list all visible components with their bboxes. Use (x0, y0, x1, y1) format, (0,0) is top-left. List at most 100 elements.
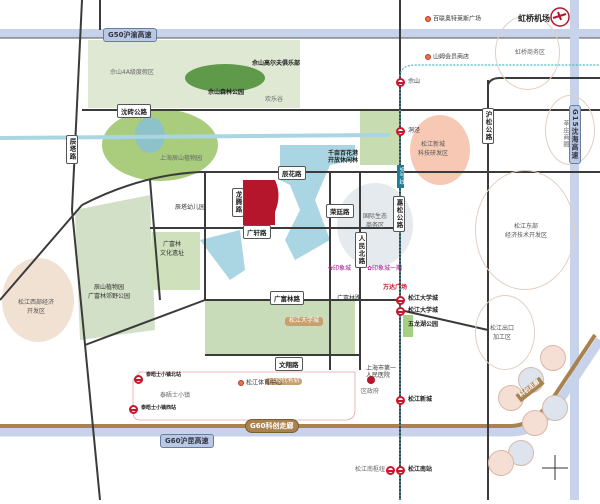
label-text: 印象城 (333, 265, 352, 272)
label-hongqiao-cbd: 虹桥商务区 (515, 49, 546, 56)
metro-station-icon (396, 296, 405, 305)
label-dongjing-station: 洞泾 (408, 127, 421, 134)
metro-station-icon (396, 396, 405, 405)
metro-station-icon (129, 405, 138, 414)
label-south-hub: 松江南枢纽 (355, 466, 386, 473)
label-chenshan-garden: 上海辰山植物园 (160, 155, 203, 162)
east-dev-area (475, 170, 575, 290)
metro-station-icon (396, 307, 405, 316)
guangfulin-site-green (152, 232, 200, 290)
label-text: 广富林 (163, 241, 182, 248)
label-sams: 山姆会员商店 (425, 54, 469, 61)
label-district-gov: 区政府 (361, 388, 380, 395)
label-incity: ✿印象城 (328, 265, 352, 272)
label-south-station: 松江南站 (408, 466, 433, 473)
flower-forest-green (360, 110, 400, 165)
label-sheshan-forest: 佘山森林公园 (208, 89, 245, 96)
label-text: 松江出口 (490, 325, 515, 332)
metro-line-9 (399, 64, 600, 500)
road-shenzhuan: 沈砖公路 (117, 104, 151, 118)
label-text: 百联奥特莱斯广场 (433, 15, 482, 23)
label-guangfulin-site: 广富林文化遗址 (160, 240, 184, 258)
label-eco-business: 国际生态商务区 (363, 212, 387, 230)
label-univ-station-1: 松江大学城 (408, 295, 439, 302)
road-husong: 沪松公路 (482, 108, 494, 144)
pin-icon (425, 16, 431, 22)
label-incity-1: ✿印象城一期 (367, 265, 403, 272)
label-xinzhuang: 莘庄商圈 (561, 120, 569, 148)
metro-line-9-label: 9号线 (397, 165, 405, 188)
label-thames-north: 泰晤士小镇北站 (146, 372, 182, 378)
label-west-dev: 松江西部经济开发区 (18, 298, 54, 316)
road-wenxiang: 文翔路 (275, 357, 303, 371)
label-export-zone: 松江出口加工区 (490, 324, 514, 342)
road-chenta: 辰塔路 (66, 135, 78, 164)
label-outlets: 百联奥特莱斯广场 (425, 16, 481, 23)
label-wanda: 万达广场 (383, 284, 408, 291)
label-guangfulin-road-station: 广富林路 (337, 295, 362, 302)
g50-label: G50沪渝高速 (103, 28, 157, 42)
univ-town-green (205, 300, 355, 355)
label-hongqiao-airport: 虹桥机场 (518, 14, 550, 23)
label-text: 上海市第一 (366, 365, 397, 372)
xinzhuang-area (545, 95, 595, 165)
label-univ-station-2: 松江大学城 (408, 307, 439, 314)
road-rongting: 荣廷路 (326, 204, 354, 218)
label-text: 国际生态 (363, 213, 388, 220)
label-kindergarten: 辰塔幼儿园 (175, 204, 206, 211)
road-guangfulin: 广富林路 (270, 291, 304, 305)
label-thames-west: 泰晤士小镇西站 (141, 405, 177, 411)
metro-station-icon (134, 375, 143, 384)
corridor-bubble (540, 345, 566, 371)
label-sheshan-resort: 佘山4A级度假区 (110, 69, 154, 76)
label-text: 文化遗址 (160, 250, 185, 257)
corridor-bubble (488, 450, 514, 476)
label-text: 经济技术开发区 (505, 232, 548, 239)
g60-label: G60沪昆高速 (160, 434, 214, 448)
g50-highway (0, 29, 600, 38)
label-text: 开放休闲林 (328, 157, 359, 165)
label-text: 山姆会员商店 (433, 53, 470, 61)
metro-station-icon (396, 466, 405, 475)
road-guangxuan: 广轩路 (243, 225, 271, 239)
label-sports: 松江体育中心 (238, 380, 282, 387)
compass-icon (542, 455, 568, 480)
label-text: 松江东部 (514, 223, 539, 230)
label-text: 松江西部经济 (18, 299, 55, 306)
pin-icon (238, 380, 244, 386)
rail-station-icon (386, 466, 395, 475)
label-happy-valley: 欢乐谷 (265, 96, 284, 103)
district-gov-star (367, 376, 375, 384)
label-text: 人民医院 (366, 372, 391, 380)
tram-line (132, 371, 356, 421)
canal (0, 133, 391, 140)
wulonghu-green (403, 315, 413, 337)
hongqiao-cbd-area (495, 15, 560, 90)
label-text: 松江新城 (421, 141, 446, 148)
label-newcity-station: 松江新城 (408, 396, 433, 403)
corridor-bubble (522, 410, 548, 436)
west-dev-circle (2, 258, 74, 342)
river-west (200, 230, 245, 280)
label-golf: 佘山高尔夫俱乐部 (252, 60, 301, 67)
road-longteng: 龙腾路 (232, 188, 244, 217)
metro-station-icon (396, 78, 405, 87)
metro-station-icon (396, 127, 405, 136)
tech-zone-circle (410, 115, 470, 185)
label-text: 商务区 (366, 222, 385, 229)
g15-label: G15沈海高速 (569, 105, 581, 164)
tram-label: T1现代有轨 (265, 377, 303, 385)
label-flower-forest: 千亩百花港开放休闲林 (328, 150, 358, 164)
label-country-park: 辰山植物园广富林郊野公园 (88, 283, 130, 301)
corridor-label: G60科创走廊 (245, 419, 299, 433)
label-text: 科技研发区 (418, 150, 449, 157)
g15-highway (570, 0, 579, 500)
label-tech-zone: 松江新城科技研发区 (418, 140, 448, 158)
sheshan-forest-trees (185, 64, 265, 92)
road-renminbei: 人民北路 (355, 232, 367, 268)
label-text: 千亩百花港 (328, 150, 359, 157)
label-text: 松江体育中心 (246, 379, 283, 387)
export-zone-area (475, 295, 535, 370)
